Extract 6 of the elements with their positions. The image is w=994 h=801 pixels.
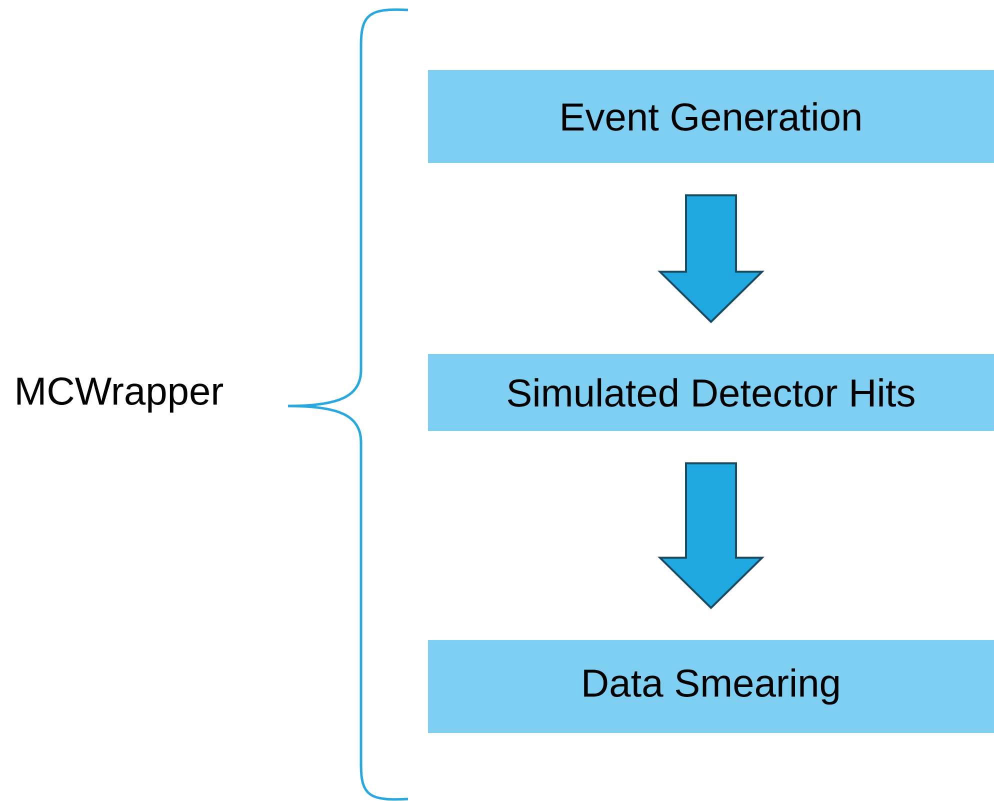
block-arrow <box>658 194 764 324</box>
process-box: Event Generation <box>428 70 994 163</box>
block-arrow <box>658 462 764 610</box>
side-label: MCWrapper <box>17 377 224 413</box>
process-box: Data Smearing <box>428 640 994 733</box>
process-box: Simulated Detector Hits <box>428 354 994 431</box>
